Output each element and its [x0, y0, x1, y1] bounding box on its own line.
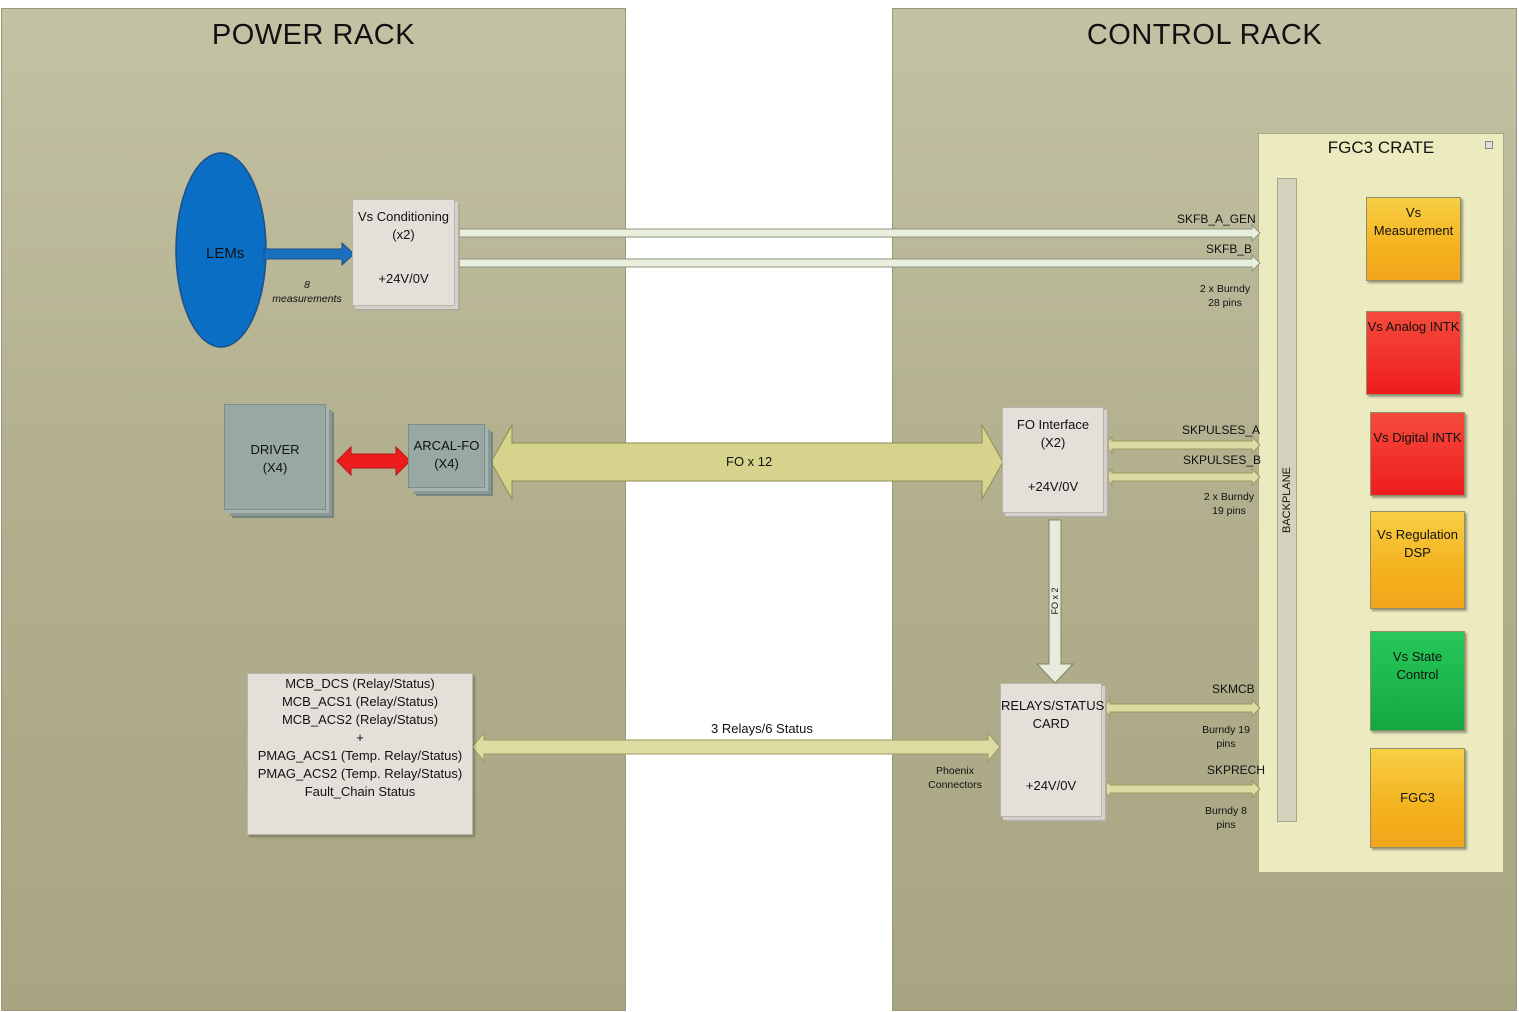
card-label: DSP [1404, 545, 1431, 560]
measurement-count: 8 [304, 279, 310, 291]
status-line: Fault_Chain Status [304, 784, 416, 799]
box-label: (X2) [1040, 435, 1066, 450]
crate-title: FGC3 CRATE [1327, 138, 1435, 157]
fo-x12-label: FO x 12 [726, 454, 773, 469]
burndy-line: 28 pins [1208, 297, 1242, 309]
skfb-a-arrow [455, 223, 1261, 243]
burndy-line: 2 x Burndy [1199, 283, 1251, 295]
box-label: Vs Conditioning [357, 209, 450, 224]
lems-measurements-label: 8 measurements [268, 278, 346, 306]
status-line: PMAG_ACS1 (Temp. Relay/Status) [257, 748, 463, 763]
box-label: (X4) [434, 456, 459, 471]
skfb-b-arrow [455, 253, 1261, 273]
skprech-label: SKPRECH [1207, 763, 1266, 777]
status-line: MCB_DCS (Relay/Status) [285, 676, 435, 691]
skpulses-b-label: SKPULSES_B [1183, 453, 1262, 467]
box-label: DRIVER [250, 442, 300, 457]
box-label: FO Interface [1016, 417, 1090, 432]
box-label: (x2) [392, 227, 415, 242]
card-label: Vs Digital INTK [1373, 430, 1462, 445]
power-rack-title: POWER RACK [211, 19, 416, 51]
burndy-line: 19 pins [1212, 505, 1246, 517]
box-supply: +24V/0V [378, 271, 429, 286]
arcal-fo-box: ARCAL-FO (X4) [408, 424, 485, 488]
card-label: Control [1396, 667, 1439, 682]
card-label: Vs State [1392, 649, 1443, 664]
skpulses-a-arrow [1103, 435, 1261, 455]
skprech-arrow [1101, 779, 1261, 799]
phoenix-line: Connectors [928, 779, 982, 791]
box-label: (X4) [262, 460, 288, 475]
status-relay-box: MCB_DCS (Relay/Status) MCB_ACS1 (Relay/S… [247, 673, 473, 835]
vs-analog-intk-card: Vs Analog INTK [1366, 311, 1461, 395]
status-line: MCB_ACS2 (Relay/Status) [281, 712, 439, 727]
status-line: MCB_ACS1 (Relay/Status) [281, 694, 439, 709]
phoenix-line: Phoenix [936, 765, 974, 777]
burndy28-label: 2 x Burndy 28 pins [1193, 282, 1257, 310]
box-label: CARD [1032, 716, 1070, 731]
box-label: RELAYS/STATUS [1001, 698, 1105, 713]
relays-status-card-box: RELAYS/STATUS CARD +24V/0V [1000, 683, 1105, 817]
skpulses-b-arrow [1103, 467, 1261, 487]
backplane: BACKPLANE [1277, 178, 1297, 822]
skfb-a-label: SKFB_A_GEN [1177, 212, 1256, 226]
card-label: Vs Analog INTK [1367, 319, 1460, 334]
skmcb-label: SKMCB [1212, 682, 1255, 696]
skmcb-burndy-label: Burndy 19 pins [1194, 723, 1258, 751]
burndy-line: 2 x Burndy [1203, 491, 1255, 503]
fgc3-card: FGC3 [1370, 748, 1465, 848]
box-label: ARCAL-FO [413, 438, 480, 453]
measurement-unit: measurements [272, 293, 342, 305]
status-line: PMAG_ACS2 (Temp. Relay/Status) [257, 766, 463, 781]
card-label: Vs [1405, 205, 1422, 220]
phoenix-connectors-label: Phoenix Connectors [923, 764, 987, 792]
driver-arcal-arrow [336, 445, 411, 477]
burndy-line: pins [1216, 819, 1236, 831]
vs-measurement-card: Vs Measurement [1366, 197, 1461, 281]
control-rack-title: CONTROL RACK [1086, 19, 1323, 51]
driver-box: DRIVER (X4) [224, 404, 326, 510]
card-label: Measurement [1373, 223, 1454, 238]
status-line: + [356, 730, 364, 745]
fo-x2-arrow [1035, 519, 1075, 684]
lems-label: LEMs [206, 245, 245, 262]
burndy-line: Burndy 19 [1202, 724, 1250, 736]
lems-arrow [263, 241, 355, 267]
box-supply: +24V/0V [1027, 479, 1079, 494]
vs-conditioning-box: Vs Conditioning (x2) +24V/0V [352, 199, 455, 306]
skfb-b-label: SKFB_B [1206, 242, 1253, 256]
fo-interface-box: FO Interface (X2) +24V/0V [1002, 407, 1104, 513]
skmcb-arrow [1101, 698, 1261, 718]
vs-digital-intk-card: Vs Digital INTK [1370, 412, 1465, 496]
skpulses-a-label: SKPULSES_A [1182, 423, 1261, 437]
box-supply: +24V/0V [1025, 778, 1077, 793]
fo-x2-label: FO x 2 [1050, 587, 1060, 615]
burndy-line: pins [1216, 738, 1236, 750]
relays-status-label: 3 Relays/6 Status [711, 721, 813, 736]
burndy-line: Burndy 8 [1204, 805, 1248, 817]
card-label: FGC3 [1400, 790, 1435, 805]
relays-status-arrow [471, 731, 1001, 763]
vs-state-control-card: Vs State Control [1370, 631, 1465, 731]
skprech-burndy-label: Burndy 8 pins [1194, 804, 1258, 832]
burndy19-label: 2 x Burndy 19 pins [1197, 490, 1261, 518]
card-label: Vs Regulation [1377, 527, 1458, 542]
vs-regulation-dsp-card: Vs Regulation DSP [1370, 511, 1465, 609]
crate-corner-icon [1485, 141, 1493, 149]
